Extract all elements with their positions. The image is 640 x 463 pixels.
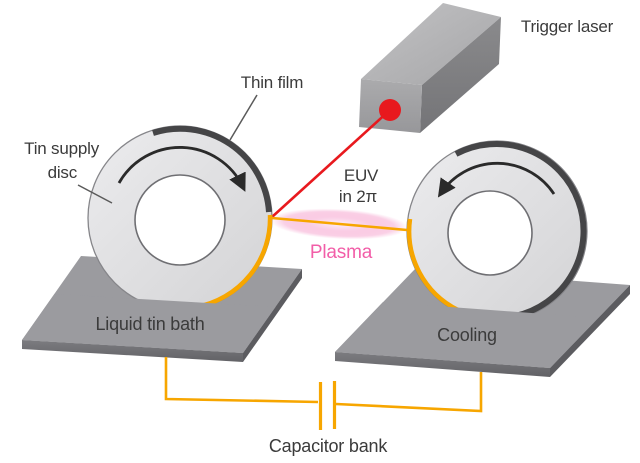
tin-supply-disc-label-line1: Tin supply [24,139,100,158]
cooling-disc-tin-coating [406,218,460,313]
laser-beam [271,109,391,218]
tin-disc-thin-film-rim [152,125,272,213]
laser-box-top-face [361,3,501,85]
tin-bath-front-cover [22,294,276,353]
wire-right [335,372,483,413]
trigger-laser-box [359,3,501,133]
tin-supply-leader-line [77,184,113,204]
tin-bath-side-face [243,269,302,362]
tin-supply-disc-label-line2: disc [48,163,78,182]
tin-supply-disc [87,125,273,311]
plasma [270,208,408,240]
euv-label-line1: EUV [344,166,379,185]
liquid-tin-bath-label: Liquid tin bath [95,314,204,334]
thin-film-leader-line [229,94,258,141]
cooling-disc-rotation-arrow [437,161,556,198]
laser-box-side-face [420,17,501,133]
trigger-laser-label: Trigger laser [521,17,614,36]
cooling-front-cover [335,302,598,368]
cooling-label: Cooling [437,325,497,345]
cooling-disc [406,140,588,322]
capacitor-bank-label: Capacitor bank [269,436,388,456]
euv-label-line2: in 2π [339,187,377,206]
plasma-tin-line [271,216,408,232]
tin-disc-hole [134,174,226,266]
cooling-front-face [335,352,550,377]
capacitor-circuit [164,357,483,430]
tin-bath-front-face [22,340,243,362]
thin-film-label: Thin film [241,73,303,92]
cooling-disc-dark-rim [454,141,587,319]
cooling-disc-hole [447,190,533,276]
tin-disc-tin-coating [195,214,273,310]
plasma-label: Plasma [310,242,373,263]
cooling-side-face [550,285,630,377]
wire-left [164,357,319,404]
tin-disc-rotation-arrow [117,146,246,192]
